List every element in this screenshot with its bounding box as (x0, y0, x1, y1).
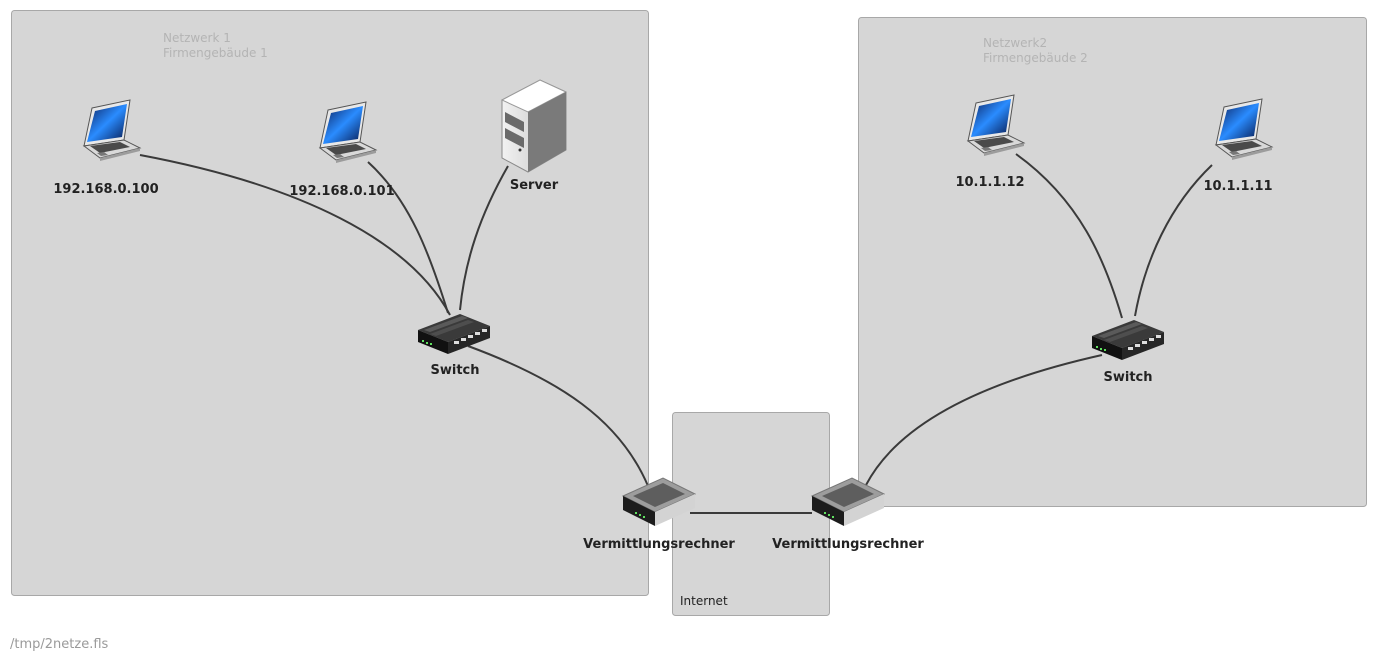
link-laptop-d-switch2 (1134, 164, 1213, 317)
server-icon (500, 79, 568, 173)
zone-netzwerk-2 (858, 17, 1367, 507)
link-switch1-router1 (467, 345, 649, 487)
switch1-label: Switch (430, 363, 480, 378)
file-path-label: /tmp/2netze.fls (10, 637, 109, 652)
link-server-switch1 (459, 165, 509, 311)
link-router2-switch2 (865, 354, 1103, 486)
laptop-a-label: 192.168.0.100 (53, 182, 159, 197)
zone-netz2-title: Netzwerk2 Firmengebäude 2 (983, 36, 1088, 66)
link-laptop-c-switch2 (1015, 153, 1123, 319)
zone-netz1-title: Netzwerk 1 Firmengebäude 1 (163, 31, 268, 61)
router1-label: Vermittlungsrechner (583, 537, 735, 552)
link-laptop-b-switch1 (367, 161, 449, 314)
laptop-c-label: 10.1.1.12 (955, 175, 1025, 190)
zone-netz2-name: Netzwerk2 (983, 36, 1048, 50)
server-label: Server (509, 178, 559, 193)
zone-netz1-name: Netzwerk 1 (163, 31, 231, 45)
laptop-d-label: 10.1.1.11 (1203, 179, 1273, 194)
zone-netz2-subtitle: Firmengebäude 2 (983, 51, 1088, 65)
zone-netzwerk-1 (11, 10, 649, 596)
zone-internet-name: Internet (680, 594, 728, 608)
router2-label: Vermittlungsrechner (772, 537, 924, 552)
switch2-label: Switch (1103, 370, 1153, 385)
link-laptop-a-switch1 (139, 154, 451, 316)
zone-netz1-subtitle: Firmengebäude 1 (163, 46, 268, 60)
laptop-b-label: 192.168.0.101 (289, 184, 395, 199)
